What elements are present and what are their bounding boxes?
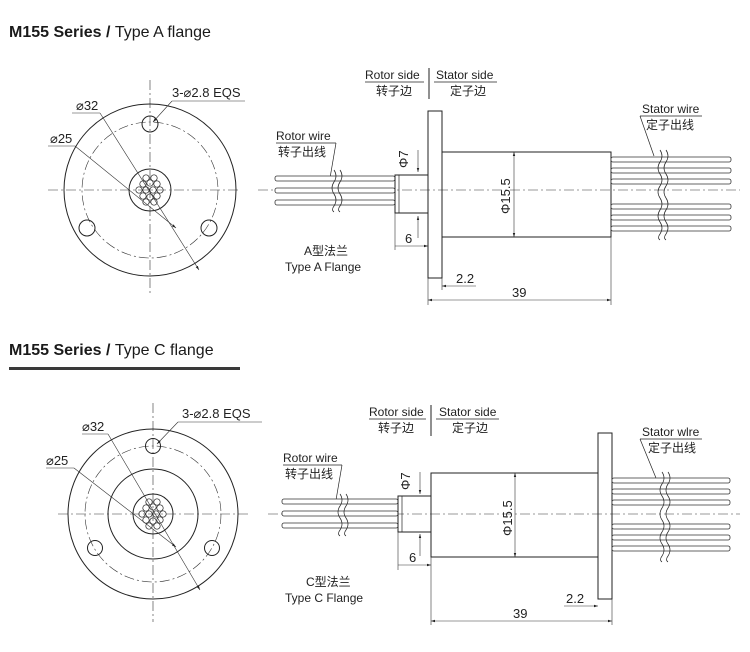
section-a-flange-cn: A型法兰 (304, 244, 348, 258)
section-c-stator-wire-cn: 定子出线 (648, 440, 696, 455)
section-a-rotor-side: Rotor side (365, 68, 420, 82)
section-c-stator-wire: Stator wlre (642, 425, 700, 439)
section-a-title: M155 Series / Type A flange (9, 24, 211, 42)
section-a-rotor-wire: Rotor wire (276, 129, 331, 143)
section-c-series: M155 Series (9, 342, 102, 359)
section-a-stator-side-cn: 定子边 (450, 83, 486, 98)
section-a-stator-side: Stator side (436, 68, 494, 82)
section-c-boss-circle (107, 468, 199, 560)
section-c-holes-label: 3-⌀2.8 EQS (182, 406, 251, 421)
section-c-outer-circle (67, 428, 239, 600)
section-c-rotor-side-cn: 转子边 (378, 420, 414, 435)
section-a-side-view: Rotor side 转子边 Stator side 定子边 Rotor wir… (258, 68, 740, 305)
section-a-dim39: 39 (512, 285, 526, 300)
section-c-dim2-2: 2.2 (566, 591, 584, 606)
section-c-wire-bundle (138, 498, 167, 530)
section-a-flange-title: Type A flange (114, 24, 211, 41)
section-a-hole-right (200, 219, 218, 237)
section-c-rotor-side: Rotor side (369, 405, 424, 419)
section-c-underline (9, 367, 240, 370)
section-c-phi7: Φ7 (398, 472, 413, 490)
section-c-bolt-circle (84, 445, 222, 583)
section-c-side-view: Rotor side 转子边 Stator side 定子边 Rotor wir… (268, 405, 740, 625)
section-a-rotor-side-cn: 转子边 (376, 83, 412, 98)
section-c-phi15-5: Φ15.5 (500, 500, 515, 536)
section-c-title: M155 Series / Type C flange (9, 342, 214, 360)
section-a-series: M155 Series (9, 24, 102, 41)
section-c-dim6: 6 (409, 550, 416, 565)
section-a-hole-left (78, 219, 96, 237)
section-a-d32-label: ⌀32 (76, 98, 98, 113)
section-a-d25-label: ⌀25 (50, 131, 72, 146)
section-a-flange (427, 110, 443, 279)
section-a-shaft (394, 174, 429, 214)
section-a-hole-top (141, 115, 159, 133)
section-c-rotor-wire: Rotor wire (283, 451, 338, 465)
section-c-dim39: 39 (513, 606, 527, 621)
section-a-flange-en: Type A Flange (285, 260, 361, 274)
section-c-slash: / (101, 342, 115, 359)
section-a-holes-label: 3-⌀2.8 EQS (172, 85, 241, 100)
section-c-front-view: ⌀32 ⌀25 3-⌀2.8 EQS (46, 403, 262, 622)
section-a-stator-wire: Stator wire (642, 102, 700, 116)
section-a-slash: / (101, 24, 115, 41)
section-c-hole-right (204, 540, 220, 556)
section-c-d32-label: ⌀32 (82, 419, 104, 434)
section-a-phi15-5: Φ15.5 (498, 178, 513, 214)
section-a-body (441, 151, 612, 238)
section-a-outer-circle (63, 103, 237, 277)
section-a-bolt-circle (81, 121, 219, 259)
section-a-rotor-wire-cn: 转子出线 (278, 144, 326, 159)
section-a-dim2-2: 2.2 (456, 271, 474, 286)
section-c-stator-side: Stator side (439, 405, 497, 419)
section-c-flange-en: Type C Flange (285, 591, 363, 605)
section-c-flange-cn: C型法兰 (306, 575, 351, 589)
section-a-phi7: Φ7 (396, 150, 411, 168)
section-c-rotor-wire-cn: 转子出线 (285, 466, 333, 481)
section-c-hole-top (145, 438, 161, 454)
section-a-stator-wire-cn: 定子出线 (646, 117, 694, 132)
section-c-d25-label: ⌀25 (46, 453, 68, 468)
section-c-flange-title: Type C flange (114, 342, 214, 359)
section-a-dim6: 6 (405, 231, 412, 246)
section-c-flange (597, 432, 613, 600)
section-c-stator-side-cn: 定子边 (452, 420, 488, 435)
section-a-front-view: ⌀32 ⌀25 3-⌀2.8 EQS (48, 80, 245, 294)
section-c-hole-left (87, 540, 103, 556)
